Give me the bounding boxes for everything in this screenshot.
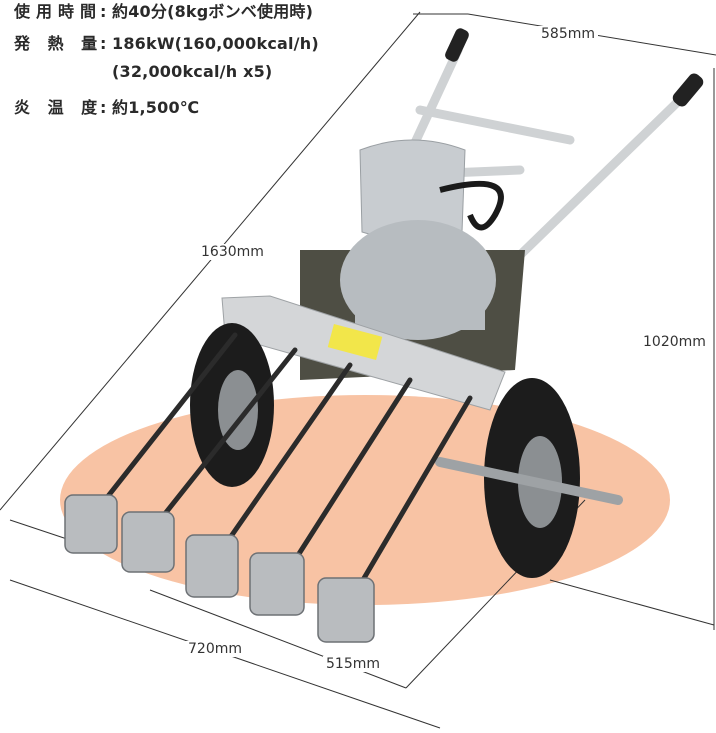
handle-grip-left bbox=[445, 28, 469, 62]
handle-grip-right bbox=[672, 73, 704, 107]
burner-head bbox=[185, 534, 239, 598]
spec-flame-temperature: 炎 温 度:約1,500℃ bbox=[14, 98, 200, 117]
dimension-height: 1020mm bbox=[640, 334, 709, 350]
dimension-width-top: 585mm bbox=[538, 26, 598, 42]
spec-operating-time: 使用時間:約40分(8kgボンベ使用時) bbox=[14, 2, 314, 21]
burner-head bbox=[249, 552, 305, 616]
burner-head bbox=[64, 494, 118, 554]
spec-heat-output-detail: (32,000kcal/h x5) bbox=[112, 62, 273, 81]
burner-head bbox=[121, 511, 175, 573]
dimension-front-width: 720mm bbox=[185, 641, 245, 657]
dimension-length: 1630mm bbox=[198, 244, 267, 260]
dimension-inner-width: 515mm bbox=[323, 656, 383, 672]
gas-hose bbox=[439, 180, 504, 231]
axle bbox=[435, 457, 623, 505]
spec-heat-output: 発 熱 量:186kW(160,000kcal/h) bbox=[14, 34, 319, 53]
warning-label bbox=[327, 323, 383, 361]
burner-tubes bbox=[102, 332, 473, 588]
burner-heads bbox=[64, 494, 375, 643]
burner-head bbox=[317, 577, 375, 643]
